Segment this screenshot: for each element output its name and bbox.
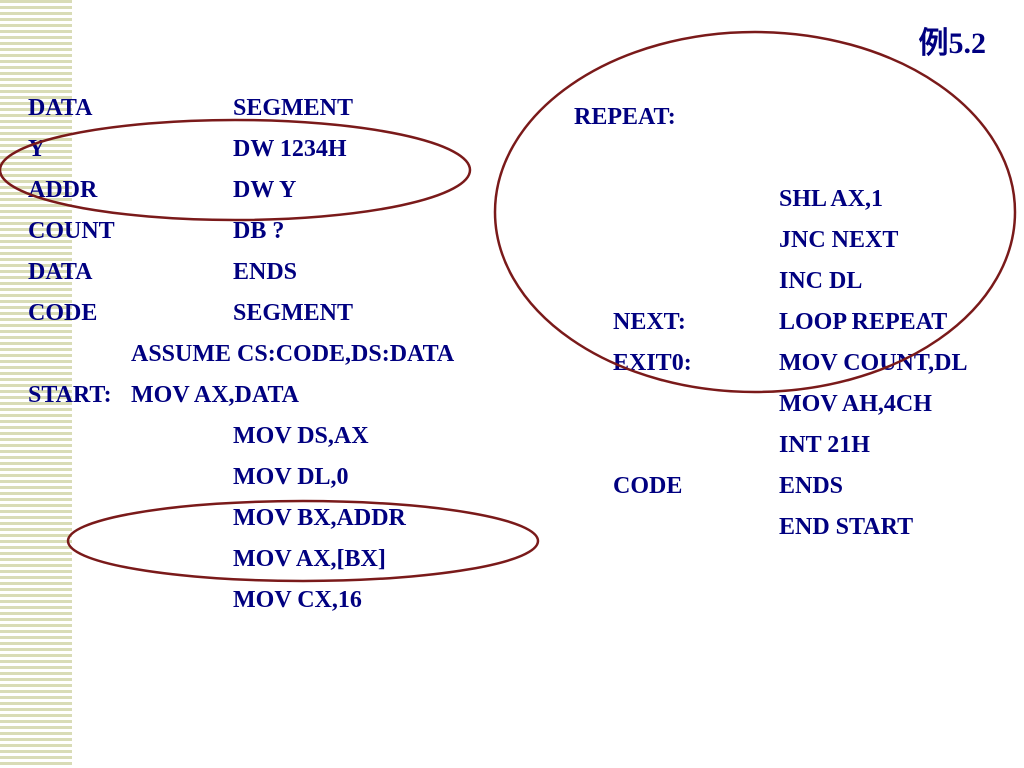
code-label: CODE [613, 473, 683, 499]
code-operation: END START [779, 514, 914, 540]
decorative-stripe [0, 0, 72, 768]
code-label: START: [28, 382, 112, 408]
code-label: DATA [28, 95, 93, 121]
code-operation: SHL AX,1 [779, 186, 884, 212]
code-operation: INT 21H [779, 432, 870, 458]
slide-title: 例5.2 [918, 27, 987, 60]
code-label: REPEAT: [574, 104, 676, 130]
code-label: COUNT [28, 218, 115, 244]
highlight-ellipse-loop-body [493, 30, 1017, 394]
code-operation: JNC NEXT [779, 227, 899, 253]
code-operation: MOV AX,[BX] [233, 546, 386, 572]
code-operation: MOV CX,16 [233, 587, 362, 613]
highlight-ellipse-load-instructions [66, 499, 540, 583]
code-operation: MOV DL,0 [233, 464, 349, 490]
code-operation: ENDS [779, 473, 844, 499]
code-label: EXIT0: [613, 350, 692, 376]
code-operation: INC DL [779, 268, 863, 294]
highlight-ellipse-data-vars [0, 118, 472, 222]
code-label: NEXT: [613, 309, 686, 335]
code-directive: ASSUME CS:CODE,DS:DATA [131, 341, 455, 367]
code-operation: MOV DS,AX [233, 423, 369, 449]
code-operation: ENDS [233, 259, 298, 285]
code-operation: MOV BX,ADDR [233, 505, 406, 531]
code-operation: DW Y [233, 177, 297, 203]
code-operation: MOV AH,4CH [779, 391, 932, 417]
code-directive: MOV AX,DATA [131, 382, 299, 408]
code-operation: DB ? [233, 218, 285, 244]
code-label: CODE [28, 300, 98, 326]
code-operation: DW 1234H [233, 136, 347, 162]
code-operation: SEGMENT [233, 300, 354, 326]
code-operation: LOOP REPEAT [779, 309, 948, 335]
code-operation: SEGMENT [233, 95, 354, 121]
code-label: DATA [28, 259, 93, 285]
